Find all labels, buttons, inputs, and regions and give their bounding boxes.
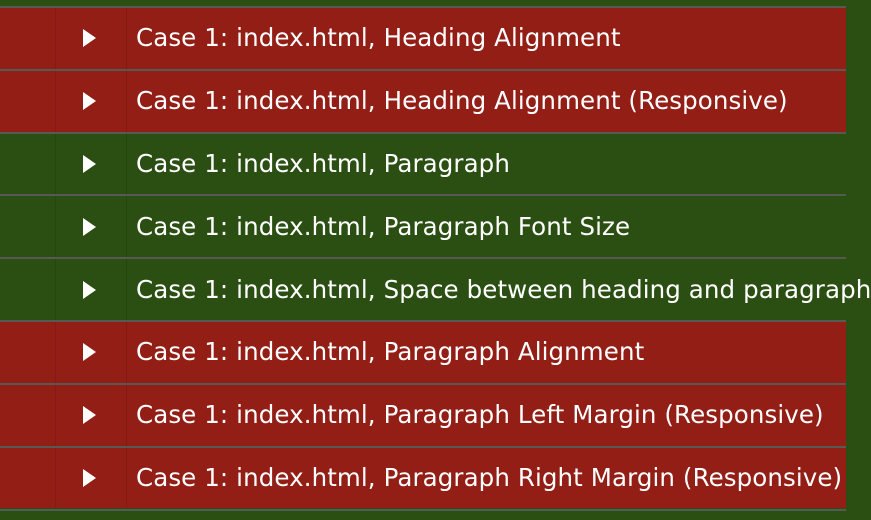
test-case-row[interactable]: Case 1: index.html, Paragraph Alignment [0, 320, 846, 383]
expand-triangle-icon[interactable] [83, 343, 96, 362]
test-case-row[interactable]: Case 1: index.html, Space between headin… [0, 257, 871, 320]
test-case-row[interactable]: Case 1: index.html, Paragraph Right Marg… [0, 445, 846, 509]
test-case-row[interactable]: Case 1: index.html, Paragraph Font Size [0, 194, 846, 258]
list-top-edge [0, 0, 846, 6]
expand-triangle-icon[interactable] [83, 280, 96, 299]
expand-triangle-icon[interactable] [83, 217, 96, 236]
row-toggle-column [55, 133, 127, 195]
test-case-row[interactable]: Case 1: index.html, Paragraph Left Margi… [0, 382, 846, 446]
test-case-row[interactable]: Case 1: index.html, Heading Alignment [0, 6, 846, 69]
test-case-label: Case 1: index.html, Paragraph [136, 148, 510, 178]
test-case-label: Case 1: index.html, Paragraph Left Margi… [136, 400, 824, 430]
row-toggle-column [55, 384, 127, 446]
test-case-row[interactable]: Case 1: index.html, Heading Alignment (R… [0, 68, 846, 132]
row-toggle-column [55, 259, 127, 320]
expand-triangle-icon[interactable] [83, 29, 96, 48]
row-toggle-column [55, 196, 127, 258]
test-case-label: Case 1: index.html, Paragraph Font Size [136, 211, 631, 241]
test-case-label: Case 1: index.html, Paragraph Right Marg… [136, 462, 843, 492]
row-toggle-column [55, 447, 127, 509]
list-bottom-edge [0, 509, 846, 520]
expand-triangle-icon[interactable] [83, 92, 96, 111]
expand-triangle-icon[interactable] [83, 406, 96, 425]
test-case-row[interactable]: Case 1: index.html, Paragraph [0, 131, 846, 195]
expand-triangle-icon[interactable] [83, 468, 96, 487]
test-case-label: Case 1: index.html, Heading Alignment [136, 23, 621, 53]
row-toggle-column [55, 322, 127, 383]
row-toggle-column [55, 8, 127, 69]
expand-triangle-icon[interactable] [83, 154, 96, 173]
test-case-label: Case 1: index.html, Heading Alignment (R… [136, 86, 788, 116]
test-case-label: Case 1: index.html, Space between headin… [136, 274, 871, 304]
row-toggle-column [55, 70, 127, 132]
test-case-label: Case 1: index.html, Paragraph Alignment [136, 337, 645, 367]
